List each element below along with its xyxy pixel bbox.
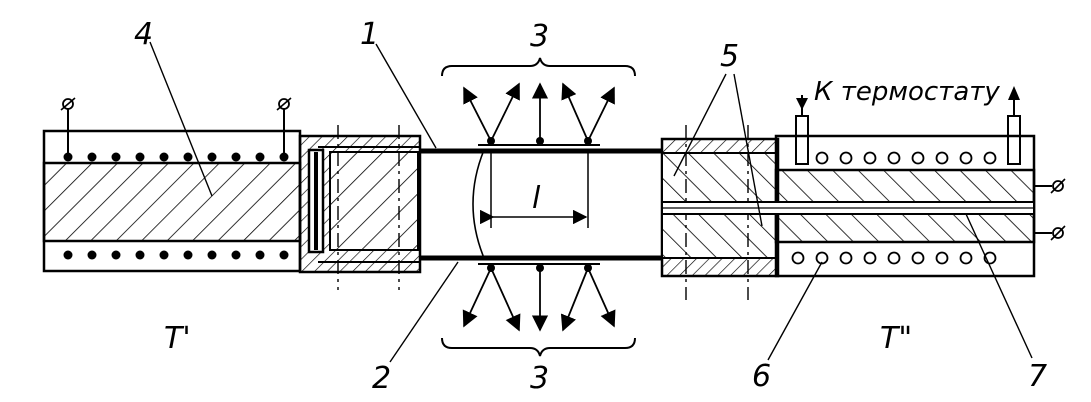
radiation-arrows-bottom (441, 264, 636, 357)
left-clamp-block (298, 125, 422, 290)
label-t-right: T" (880, 321, 912, 356)
right-heater (661, 86, 1066, 278)
left-heater-terminals (60, 97, 292, 157)
measuring-length (480, 151, 589, 228)
right-heater-coil-top (815, 151, 997, 165)
right-heater-coil-bottom (791, 251, 997, 265)
label-3-top: 3 (530, 19, 549, 54)
label-2: 2 (372, 361, 391, 396)
thermostat-pipes (795, 86, 1021, 165)
thermostat-label: К термостату (814, 77, 1000, 107)
label-length: l (532, 181, 541, 216)
left-heater-winding-top (63, 152, 289, 162)
radiation-arrows-top (441, 57, 636, 145)
label-6: 6 (752, 359, 771, 394)
label-7: 7 (1028, 359, 1047, 394)
sample-tube (318, 144, 662, 265)
label-5: 5 (720, 39, 739, 74)
label-1: 1 (360, 17, 379, 52)
label-4: 4 (134, 17, 153, 52)
left-heater (42, 97, 302, 273)
right-heater-terminals (1034, 178, 1066, 241)
leader-lines (149, 41, 1033, 363)
label-3-bottom: 3 (530, 361, 549, 396)
label-t-left: T' (164, 321, 191, 356)
left-heater-winding-bottom (63, 250, 289, 260)
